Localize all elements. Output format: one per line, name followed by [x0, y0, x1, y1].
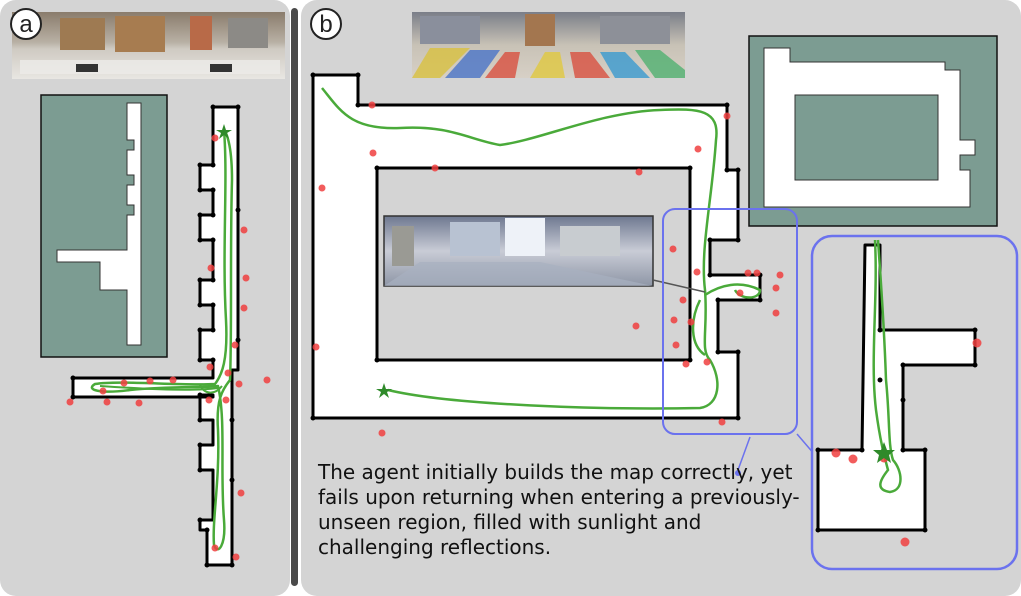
map-b [310, 72, 784, 437]
zoom-view [810, 234, 1019, 571]
panel-label-b: b [310, 8, 342, 40]
panel-divider [291, 8, 298, 586]
panel-label-a: a [10, 8, 42, 40]
inset-map-a [40, 94, 168, 358]
star-icon [216, 124, 232, 139]
inset-panorama-b [383, 215, 706, 293]
panorama-image-a [12, 12, 285, 79]
callout [662, 208, 816, 476]
inset-map-b [748, 35, 998, 227]
panorama-image-b [412, 12, 685, 78]
star-icon [376, 383, 392, 398]
dot-icon [735, 470, 741, 476]
map-a [66, 104, 271, 568]
star-icon [873, 442, 895, 463]
caption: The agent initially builds the map corre… [318, 460, 800, 559]
